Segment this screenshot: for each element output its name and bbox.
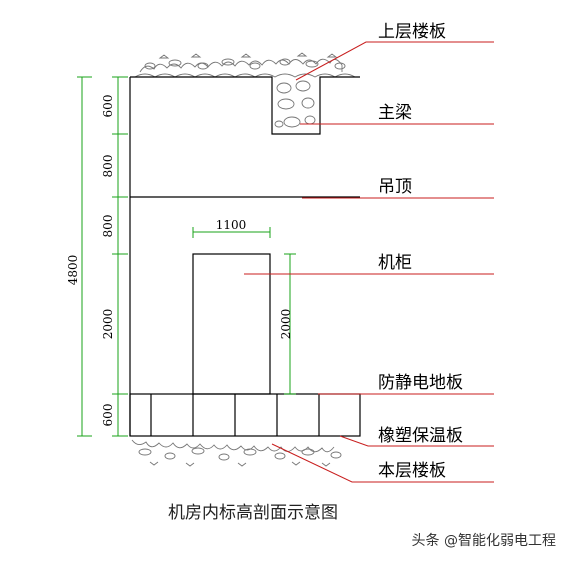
main-beam-hatch: [274, 80, 316, 128]
label-upper-slab: 上层楼板: [378, 22, 446, 42]
dim-beam: 600: [101, 95, 115, 118]
leader-lines: [244, 41, 494, 483]
raised-floor: [129, 393, 361, 437]
diagram-caption: 机房内标高剖面示意图: [168, 503, 338, 523]
dim-floor: 600: [101, 404, 115, 427]
floor-slab-hatch: [131, 439, 342, 467]
dim-cabinet-width: 1100: [216, 218, 247, 232]
label-ceiling: 吊顶: [378, 177, 412, 197]
label-cabinet: 机柜: [378, 253, 412, 273]
room-outline: [129, 76, 361, 437]
dimension-lines: [77, 76, 296, 437]
label-main-beam: 主梁: [378, 103, 412, 123]
label-insulation: 橡塑保温板: [378, 426, 463, 446]
dim-cabinet-height-left: 2000: [101, 309, 115, 340]
watermark: 头条 @智能化弱电工程: [411, 533, 556, 549]
upper-slab-hatch: [134, 52, 356, 78]
dim-total: 4800: [66, 255, 80, 286]
dim-cabinet-height: 2000: [279, 309, 293, 340]
cabinet-box: [192, 253, 271, 395]
label-raised-floor: 防静电地板: [378, 373, 463, 393]
dim-above-cabinet: 800: [101, 215, 115, 238]
dim-ceiling-gap: 800: [101, 155, 115, 178]
label-floor-slab: 本层楼板: [378, 461, 446, 481]
